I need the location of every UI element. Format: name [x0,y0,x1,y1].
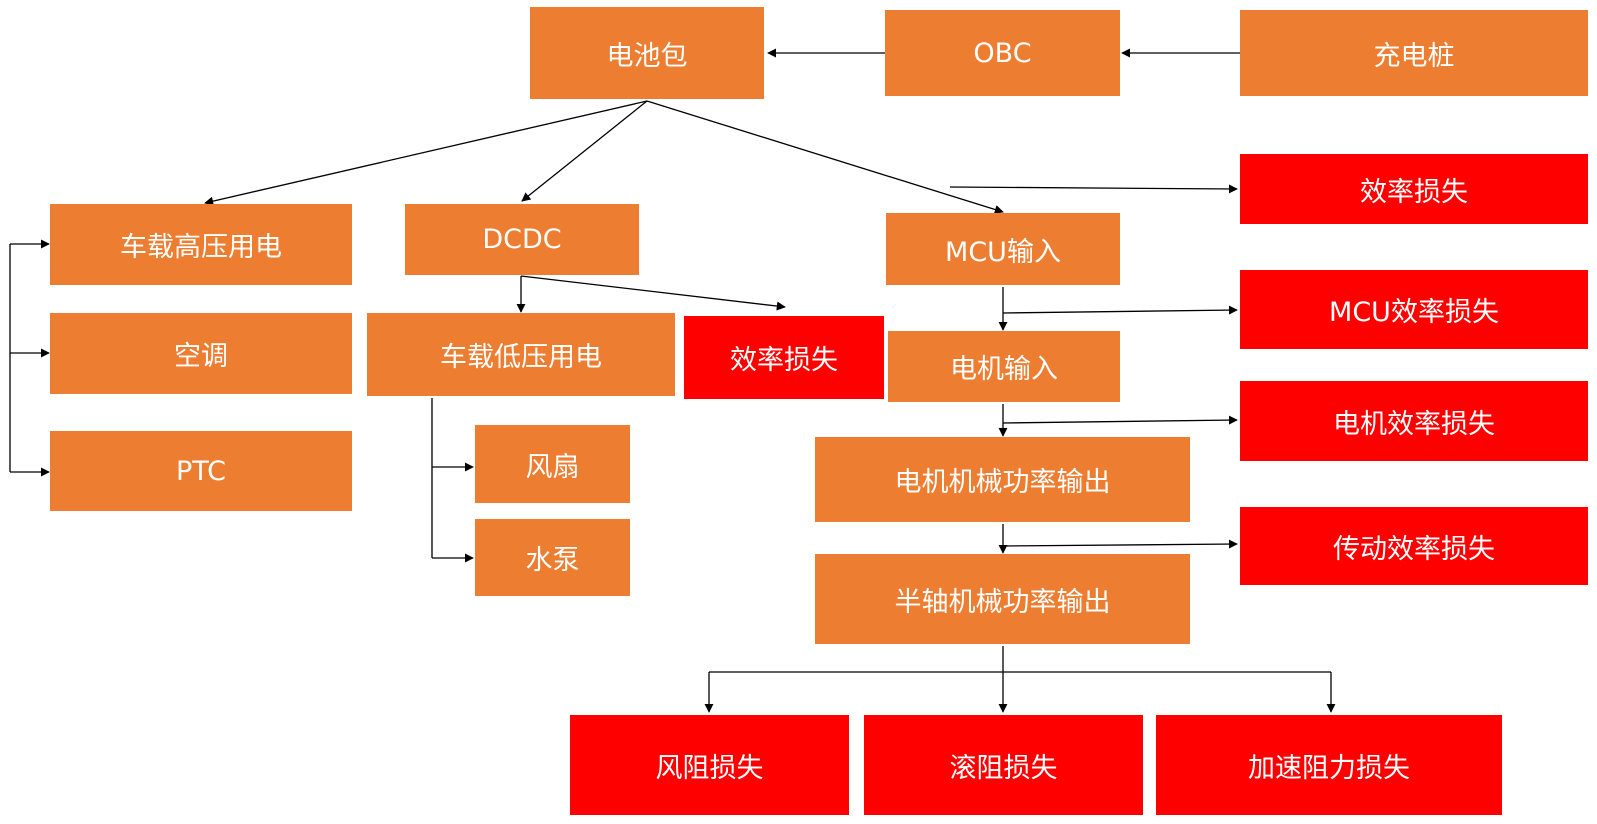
edge-mcu-mculoss [1002,305,1238,315]
node-dcdc-efficiency-loss: 效率损失 [684,316,884,399]
node-aero-drag-loss: 风阻损失 [570,715,849,815]
node-hv-load: 车载高压用电 [50,204,352,285]
edge-motor-motorloss [1002,415,1238,425]
node-charging-pile: 充电桩 [1240,10,1588,96]
node-fan: 风扇 [475,425,630,503]
edge-dcdc-loss [520,275,786,311]
node-battery-pack: 电池包 [530,7,764,99]
edge-mcu-toploss [949,184,1238,194]
node-acceleration-resistance-loss: 加速阻力损失 [1156,715,1502,815]
edge-battery-mcu [646,100,1004,214]
node-ac: 空调 [50,313,352,394]
node-motor-mech-output: 电机机械功率输出 [815,437,1190,522]
edge-output-transloss [1002,539,1238,549]
node-dcdc: DCDC [405,204,639,275]
node-efficiency-loss-top: 效率损失 [1240,154,1588,224]
node-rolling-resistance-loss: 滚阻损失 [864,715,1143,815]
node-ptc: PTC [50,431,352,511]
node-pump: 水泵 [475,519,630,596]
node-mcu-input: MCU输入 [886,213,1120,285]
node-axle-mech-output: 半轴机械功率输出 [815,554,1190,644]
node-transmission-efficiency-loss: 传动效率损失 [1240,507,1588,585]
node-motor-efficiency-loss: 电机效率损失 [1240,381,1588,461]
edge-battery-hvload [204,100,648,206]
node-lv-load: 车载低压用电 [367,313,675,396]
node-motor-input: 电机输入 [888,331,1120,402]
node-mcu-efficiency-loss: MCU效率损失 [1240,270,1588,349]
edge-battery-dcdc [521,100,648,202]
node-obc: OBC [885,10,1120,96]
